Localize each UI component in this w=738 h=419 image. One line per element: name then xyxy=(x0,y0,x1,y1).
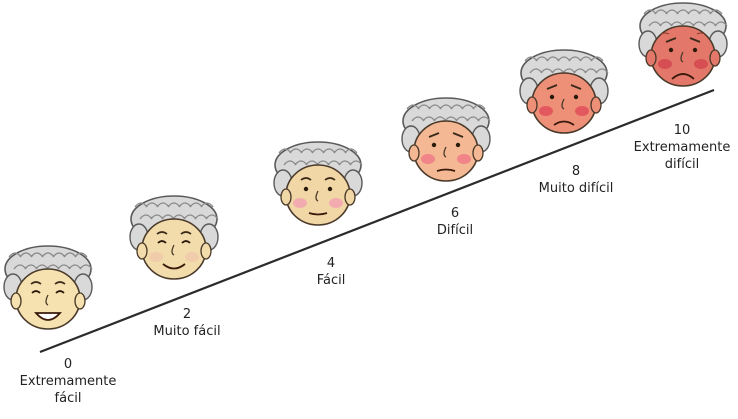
scale-description: Muito difícil xyxy=(539,180,614,197)
scale-value: 0 xyxy=(20,356,117,373)
face-icon-10 xyxy=(639,3,727,86)
scale-value: 10 xyxy=(634,122,731,139)
scale-description: Muito fácil xyxy=(153,323,220,340)
face-icon-2 xyxy=(130,196,218,279)
face-icon-8 xyxy=(520,50,608,133)
face-icon-6 xyxy=(402,98,490,181)
face-icon-4 xyxy=(274,142,362,225)
scale-description: Extremamente xyxy=(20,373,117,390)
face-icon-0 xyxy=(4,246,92,329)
scale-description: difícil xyxy=(634,156,731,173)
scale-value: 2 xyxy=(153,306,220,323)
scale-description: Extremamente xyxy=(634,139,731,156)
scale-value: 6 xyxy=(437,205,473,222)
scale-value: 4 xyxy=(317,255,346,272)
scale-value: 8 xyxy=(539,163,614,180)
scale-description: Difícil xyxy=(437,222,473,239)
scale-description: fácil xyxy=(20,390,117,407)
scale-description: Fácil xyxy=(317,272,346,289)
